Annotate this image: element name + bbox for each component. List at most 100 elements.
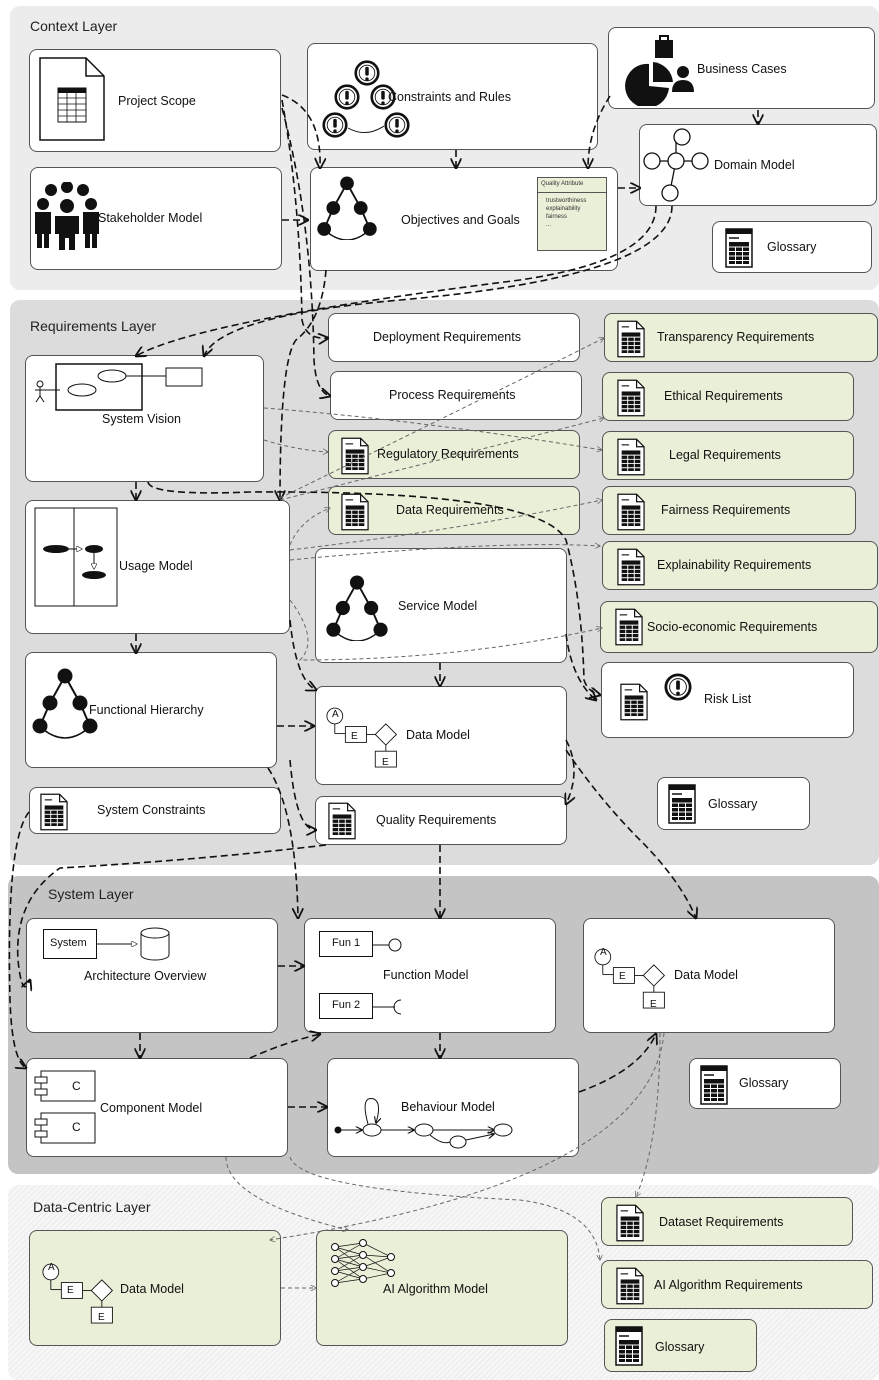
document-icon: [620, 683, 648, 721]
behaviour-model-box[interactable]: Behaviour Model: [327, 1058, 579, 1157]
system-constraints-box[interactable]: System Constraints: [29, 787, 281, 834]
sys-glossary-box[interactable]: Glossary: [689, 1058, 841, 1109]
quality-requirements-label: Quality Requirements: [376, 813, 497, 827]
functional-hierarchy-box[interactable]: Functional Hierarchy: [25, 652, 277, 768]
architecture-overview-label: Architecture Overview: [84, 969, 207, 983]
objectives-goals-box[interactable]: Objectives and Goals Quality Attribute t…: [310, 167, 618, 271]
usage-model-label: Usage Model: [119, 559, 193, 573]
ai-algorithm-model-label: AI Algorithm Model: [383, 1282, 488, 1296]
service-model-box[interactable]: Service Model: [315, 548, 567, 663]
activity-diagram-icon: [34, 507, 118, 607]
quality-attribute-item: fairness: [546, 214, 568, 220]
alert-icon: [664, 673, 692, 701]
er-entity-e: E: [650, 999, 657, 1010]
ai-algorithm-requirements-box[interactable]: AI Algorithm Requirements: [601, 1260, 873, 1309]
people-icon: [35, 182, 99, 250]
risk-list-box[interactable]: Risk List: [601, 662, 854, 738]
fun2-label: Fun 2: [332, 999, 361, 1011]
domain-model-box[interactable]: Domain Model: [639, 124, 877, 206]
explainability-requirements-label: Explainability Requirements: [657, 558, 812, 572]
system-vision-box[interactable]: System Vision: [25, 355, 264, 482]
fairness-requirements-box[interactable]: Fairness Requirements: [602, 486, 856, 535]
process-requirements-label: Process Requirements: [389, 388, 516, 402]
deployment-requirements-label: Deployment Requirements: [373, 330, 521, 344]
context-glossary-label: Glossary: [767, 240, 817, 254]
document-table-icon: [39, 57, 105, 141]
er-entity-a: A: [332, 709, 339, 720]
business-cases-box[interactable]: Business Cases: [608, 27, 875, 109]
entity-relationship-icon: [42, 1263, 113, 1324]
quality-requirements-box[interactable]: Quality Requirements: [315, 796, 567, 845]
dc-glossary-box[interactable]: Glossary: [604, 1319, 757, 1372]
requirements-layer-title: Requirements Layer: [30, 318, 157, 334]
ethical-requirements-box[interactable]: Ethical Requirements: [602, 372, 854, 421]
hierarchy-icon: [325, 575, 389, 641]
glossary-icon: [668, 784, 696, 824]
document-icon: [617, 493, 645, 531]
glossary-icon: [615, 1326, 643, 1366]
er-entity-a: A: [600, 947, 607, 958]
domain-graph-icon: [643, 128, 709, 202]
behaviour-model-label: Behaviour Model: [401, 1100, 495, 1114]
er-entity-e: E: [619, 971, 626, 982]
entity-relationship-icon: [326, 707, 397, 768]
req-data-model-box[interactable]: A E E Data Model: [315, 686, 567, 785]
context-glossary-box[interactable]: Glossary: [712, 221, 872, 273]
ai-algorithm-model-box[interactable]: AI Algorithm Model: [316, 1230, 568, 1346]
req-glossary-label: Glossary: [708, 797, 758, 811]
legal-requirements-box[interactable]: Legal Requirements: [602, 431, 854, 480]
req-glossary-box[interactable]: Glossary: [657, 777, 810, 830]
usage-model-box[interactable]: Usage Model: [25, 500, 290, 634]
sys-data-model-box[interactable]: A E E Data Model: [583, 918, 835, 1033]
document-icon: [617, 548, 645, 586]
ethical-requirements-label: Ethical Requirements: [664, 389, 783, 403]
process-requirements-box[interactable]: Process Requirements: [330, 371, 582, 420]
constraints-rules-box[interactable]: Constraints and Rules: [307, 43, 598, 150]
component-icon: [34, 1070, 96, 1144]
quality-attribute-note: Quality Attribute trustworthiness explai…: [537, 177, 607, 251]
req-data-model-label: Data Model: [406, 728, 470, 742]
context-layer-title: Context Layer: [30, 18, 118, 34]
component-model-box[interactable]: C C Component Model: [26, 1058, 288, 1157]
component-c-label: C: [72, 1079, 81, 1093]
stakeholder-model-box[interactable]: Stakeholder Model: [30, 167, 282, 270]
data-requirements-box[interactable]: Data Requirements: [328, 486, 580, 535]
functional-hierarchy-label: Functional Hierarchy: [89, 703, 204, 717]
system-block-label: System: [50, 937, 87, 949]
transparency-requirements-label: Transparency Requirements: [657, 330, 815, 344]
er-entity-e: E: [351, 731, 358, 742]
fairness-requirements-label: Fairness Requirements: [661, 503, 791, 517]
regulatory-requirements-box[interactable]: Regulatory Requirements: [328, 430, 580, 479]
service-model-label: Service Model: [398, 599, 478, 613]
dataset-requirements-box[interactable]: Dataset Requirements: [601, 1197, 853, 1246]
stakeholder-model-label: Stakeholder Model: [98, 211, 203, 225]
document-icon: [616, 1267, 644, 1305]
function-model-box[interactable]: Fun 1 Fun 2 Function Model: [304, 918, 556, 1033]
objectives-goals-label: Objectives and Goals: [401, 213, 520, 227]
fun1-block: Fun 1: [319, 931, 373, 957]
fun1-label: Fun 1: [332, 937, 361, 949]
quality-attribute-item: trustworthiness: [546, 198, 587, 204]
project-scope-box[interactable]: Project Scope: [29, 49, 281, 152]
quality-attribute-title: Quality Attribute: [538, 178, 606, 193]
sys-data-model-label: Data Model: [674, 968, 738, 982]
deployment-requirements-box[interactable]: Deployment Requirements: [328, 313, 580, 362]
domain-model-label: Domain Model: [714, 158, 795, 172]
document-icon: [617, 379, 645, 417]
fun2-block: Fun 2: [319, 993, 373, 1019]
socio-economic-requirements-box[interactable]: Socio-economic Requirements: [600, 601, 878, 653]
hierarchy-icon: [316, 176, 378, 240]
architecture-overview-box[interactable]: System Architecture Overview: [26, 918, 278, 1033]
er-entity-a: A: [48, 1262, 55, 1273]
quality-attribute-item: ...: [546, 222, 552, 228]
dc-data-model-box[interactable]: A E E Data Model: [29, 1230, 281, 1346]
transparency-requirements-box[interactable]: Transparency Requirements: [604, 313, 878, 362]
ai-algorithm-requirements-label: AI Algorithm Requirements: [654, 1278, 803, 1292]
er-entity-e: E: [67, 1285, 74, 1296]
document-icon: [615, 608, 643, 646]
system-layer-title: System Layer: [48, 886, 134, 902]
state-machine-icon: [334, 1098, 513, 1149]
explainability-requirements-box[interactable]: Explainability Requirements: [602, 541, 878, 590]
constraints-rules-label: Constraints and Rules: [388, 90, 511, 104]
provided-interface-icon: [373, 938, 402, 952]
